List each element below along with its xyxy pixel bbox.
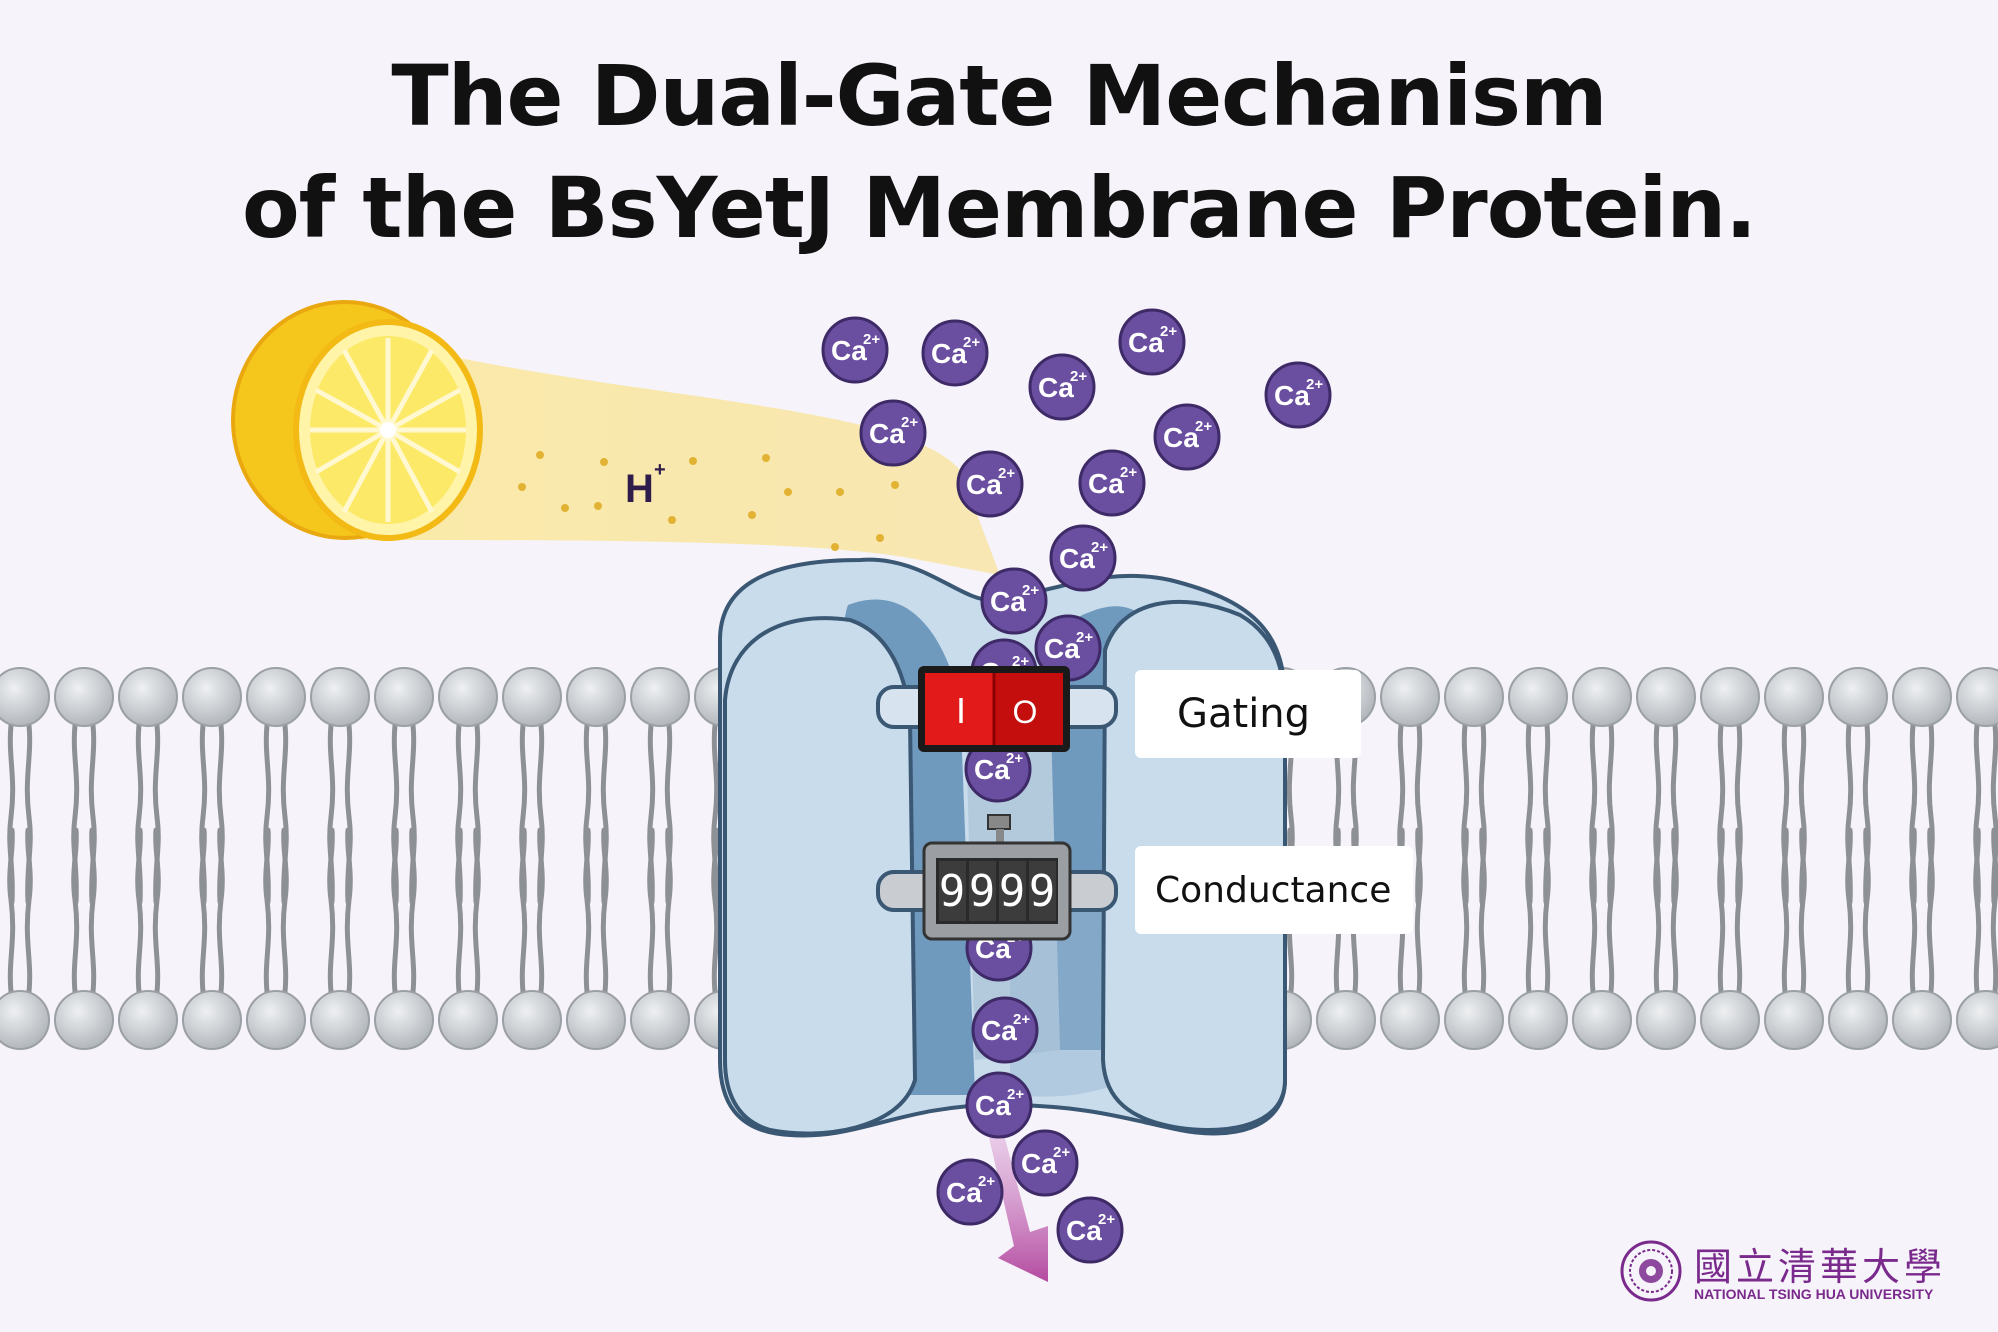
calcium-ion-charge: 2+ (1022, 582, 1039, 599)
calcium-ion-label: Ca (946, 1177, 982, 1208)
calcium-ion-label: Ca (1044, 633, 1080, 664)
calcium-ion-label: Ca (1274, 380, 1310, 411)
calcium-ion: Ca2+ (1049, 524, 1117, 592)
lemon-icon (231, 300, 483, 541)
calcium-ion-charge: 2+ (1195, 418, 1212, 435)
calcium-ion-charge: 2+ (1160, 323, 1177, 340)
calcium-ion-label: Ca (1088, 468, 1124, 499)
calcium-ion-charge: 2+ (963, 334, 980, 351)
calcium-ion-label: Ca (1021, 1148, 1057, 1179)
calcium-ion-charge: 2+ (1098, 1211, 1115, 1228)
calcium-ion-label: Ca (990, 586, 1026, 617)
calcium-ion-label: Ca (831, 335, 867, 366)
counter-digit-1: 9 (939, 866, 966, 917)
lipid-bilayer-left (0, 668, 753, 1049)
calcium-ion: Ca2+ (980, 567, 1048, 635)
calcium-ion-charge: 2+ (1006, 750, 1023, 767)
flux-arrow (985, 1120, 1048, 1282)
logo-english-name: NATIONAL TSING HUA UNIVERSITY (1694, 1286, 1934, 1302)
calcium-ion: Ca2+ (936, 1158, 1004, 1226)
calcium-ion-charge: 2+ (1076, 629, 1093, 646)
counter-digit-2: 9 (969, 866, 996, 917)
calcium-ion-charge: 2+ (1012, 653, 1029, 670)
calcium-ion-charge: 2+ (998, 465, 1015, 482)
conductance-counter: 9 9 9 9 (876, 814, 1118, 941)
calcium-ion-charge: 2+ (1007, 1086, 1024, 1103)
university-logo: 國立清華大學 NATIONAL TSING HUA UNIVERSITY (1612, 1236, 1982, 1306)
calcium-ion-charge: 2+ (1120, 464, 1137, 481)
title-line-2: of the BsYetJ Membrane Protein. (241, 159, 1757, 257)
calcium-ion-label: Ca (1066, 1215, 1102, 1246)
switch-off-symbol: O (1013, 694, 1038, 730)
calcium-ion-label: Ca (931, 338, 967, 369)
counter-digit-3: 9 (999, 866, 1026, 917)
university-seal-icon (1620, 1240, 1682, 1302)
calcium-ion: Ca2+ (1056, 1196, 1124, 1264)
proton-label: H (625, 467, 654, 511)
calcium-ion-label: Ca (1038, 372, 1074, 403)
calcium-ion: Ca2+ (956, 450, 1024, 518)
calcium-ion-charge: 2+ (1091, 539, 1108, 556)
calcium-ion-label: Ca (869, 418, 905, 449)
gating-callout: Gating (1135, 670, 1361, 758)
calcium-ion: Ca2+ (1028, 353, 1096, 421)
calcium-ion-charge: 2+ (978, 1173, 995, 1190)
calcium-ion-charge: 2+ (1070, 368, 1087, 385)
calcium-ion-label: Ca (974, 754, 1010, 785)
calcium-ion-charge: 2+ (1013, 1011, 1030, 1028)
calcium-ion: Ca2+ (1011, 1129, 1079, 1197)
proton-beam (360, 335, 1000, 575)
calcium-ion: Ca2+ (821, 316, 889, 384)
gating-switch[interactable]: I O (876, 666, 1118, 752)
calcium-ion: Ca2+ (1153, 403, 1221, 471)
calcium-ion-label: Ca (966, 469, 1002, 500)
calcium-ion-label: Ca (1163, 422, 1199, 453)
calcium-ion: Ca2+ (964, 735, 1032, 803)
switch-on-symbol: I (956, 690, 966, 731)
conductance-callout: Conductance (1135, 846, 1413, 934)
calcium-ion: Ca2+ (859, 399, 927, 467)
gating-label: Gating (1177, 691, 1311, 737)
logo-chinese-name: 國立清華大學 (1694, 1245, 1947, 1289)
counter-digit-4: 9 (1029, 866, 1056, 917)
calcium-ion-charge: 2+ (901, 414, 918, 431)
calcium-ion-label: Ca (975, 1090, 1011, 1121)
calcium-ion: Ca2+ (965, 1071, 1033, 1139)
calcium-ion: Ca2+ (1078, 449, 1146, 517)
conductance-label: Conductance (1155, 869, 1392, 911)
calcium-ion-label: Ca (1128, 327, 1164, 358)
calcium-ion: Ca2+ (971, 996, 1039, 1064)
diagram-title: The Dual-Gate Mechanism of the BsYetJ Me… (0, 40, 1998, 264)
proton-dots (518, 451, 899, 551)
calcium-ion: Ca2+ (1264, 361, 1332, 429)
calcium-ion-charge: 2+ (863, 331, 880, 348)
calcium-ion-label: Ca (981, 1015, 1017, 1046)
calcium-ion-label: Ca (1059, 543, 1095, 574)
calcium-ion-charge: 2+ (1053, 1144, 1070, 1161)
title-line-1: The Dual-Gate Mechanism (391, 47, 1607, 145)
calcium-ion: Ca2+ (921, 319, 989, 387)
calcium-ion-charge: 2+ (1306, 376, 1323, 393)
proton-superscript: + (654, 459, 666, 481)
calcium-ion: Ca2+ (1118, 308, 1186, 376)
